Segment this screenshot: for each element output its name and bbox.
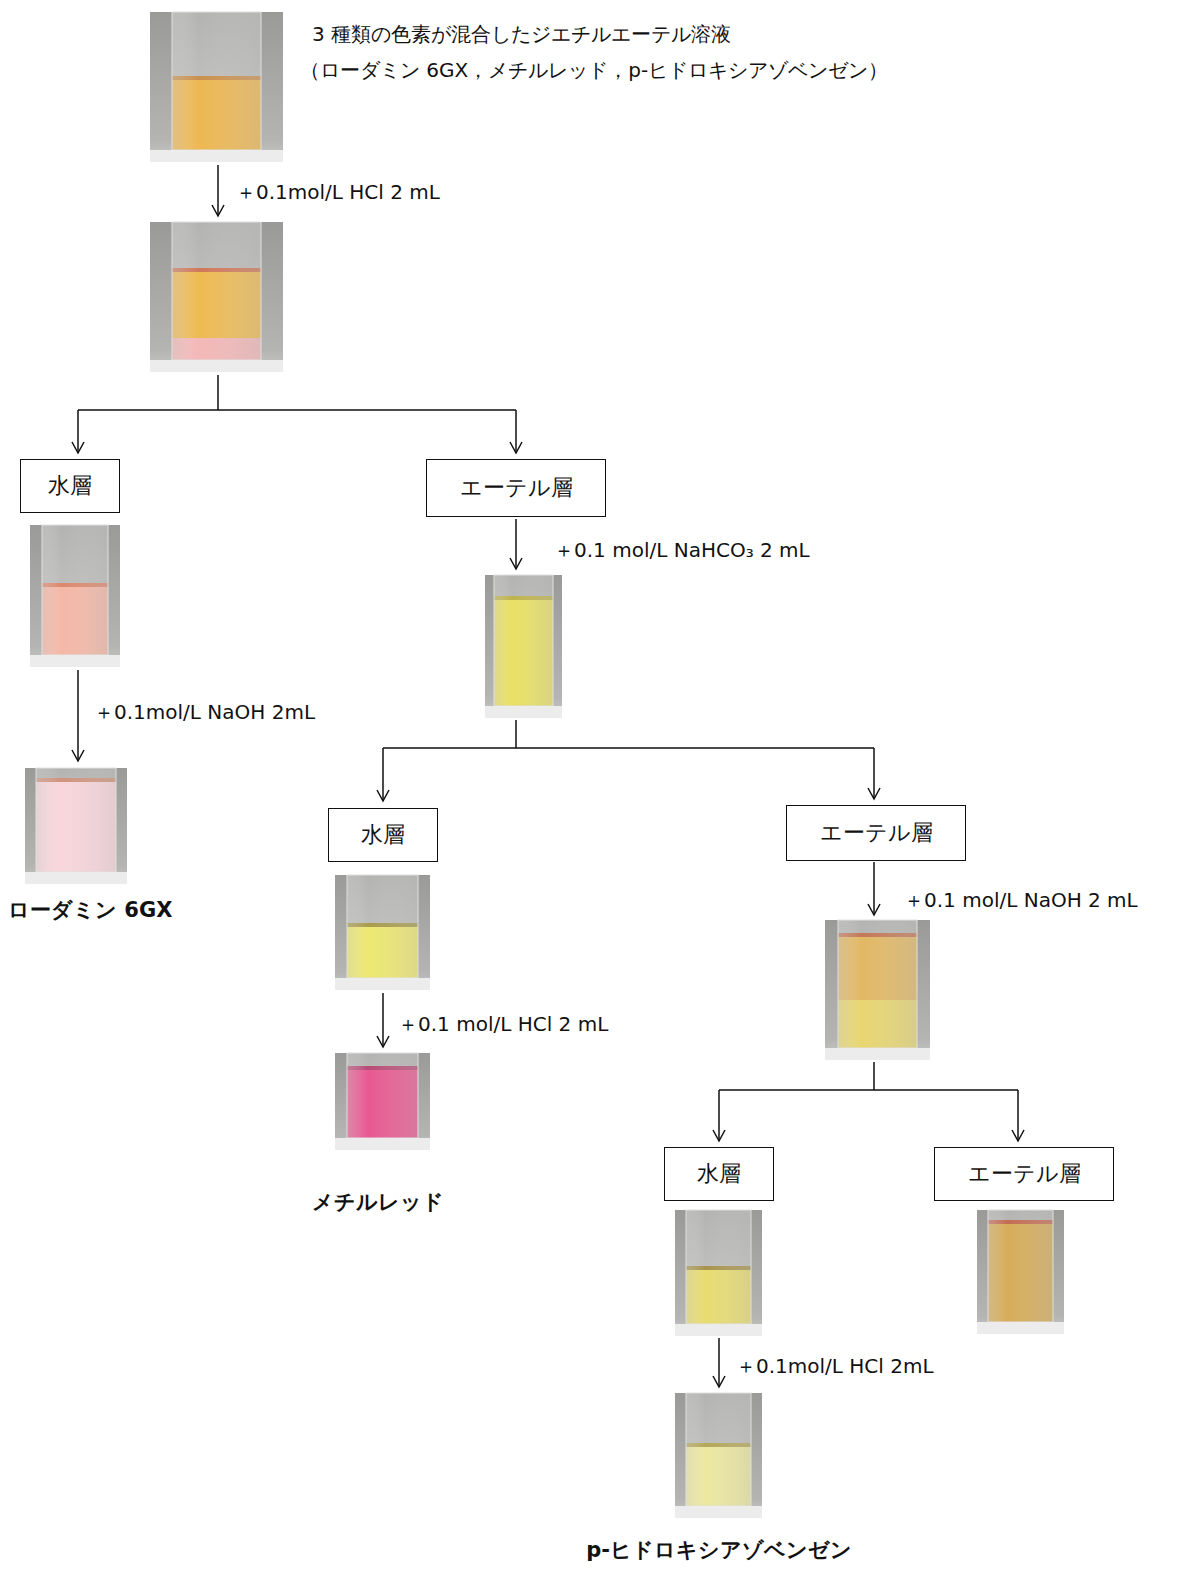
dye-name: p-ヒドロキシアゾベンゼン xyxy=(586,1538,852,1563)
test-tube-photo xyxy=(485,575,562,718)
box-label: 水層 xyxy=(361,820,405,850)
layer-box: 水層 xyxy=(20,459,120,513)
test-tube-photo xyxy=(150,222,283,372)
box-label: 水層 xyxy=(48,471,92,501)
test-tube-photo xyxy=(335,875,430,990)
reagent-label: ＋0.1mol/L HCl 2mL xyxy=(736,1354,934,1378)
test-tube-photo xyxy=(25,768,127,884)
test-tube-photo xyxy=(675,1210,762,1336)
test-tube-photo xyxy=(675,1393,762,1518)
dye-name: ローダミン 6GX xyxy=(8,898,172,923)
test-tube-photo xyxy=(30,525,120,667)
test-tube-photo xyxy=(150,12,283,162)
layer-box: 水層 xyxy=(328,808,438,862)
layer-box: エーテル層 xyxy=(934,1147,1114,1201)
reagent-label: ＋0.1 mol/L NaHCO₃ 2 mL xyxy=(554,538,810,562)
dye-name: メチルレッド xyxy=(312,1190,444,1215)
layer-box: エーテル層 xyxy=(786,805,966,861)
reagent-label: ＋0.1mol/L HCl 2 mL xyxy=(236,180,440,204)
reagent-label: ＋0.1 mol/L HCl 2 mL xyxy=(398,1012,608,1036)
reagent-label: （ローダミン 6GX，メチルレッド，p-ヒドロキシアゾベンゼン） xyxy=(300,58,888,82)
layer-box: 水層 xyxy=(664,1147,774,1201)
test-tube-photo xyxy=(977,1210,1064,1334)
reagent-label: ＋0.1 mol/L NaOH 2 mL xyxy=(904,888,1138,912)
layer-box: エーテル層 xyxy=(426,459,606,517)
reagent-label: 3 種類の色素が混合したジエチルエーテル溶液 xyxy=(312,22,731,46)
test-tube-photo xyxy=(825,920,930,1060)
flow-arrows xyxy=(78,165,1018,1387)
reagent-label: ＋0.1mol/L NaOH 2mL xyxy=(94,700,315,724)
test-tube-photo xyxy=(335,1053,430,1150)
box-label: エーテル層 xyxy=(968,1159,1081,1189)
box-label: 水層 xyxy=(697,1159,741,1189)
box-label: エーテル層 xyxy=(820,818,933,848)
box-label: エーテル層 xyxy=(460,473,573,503)
